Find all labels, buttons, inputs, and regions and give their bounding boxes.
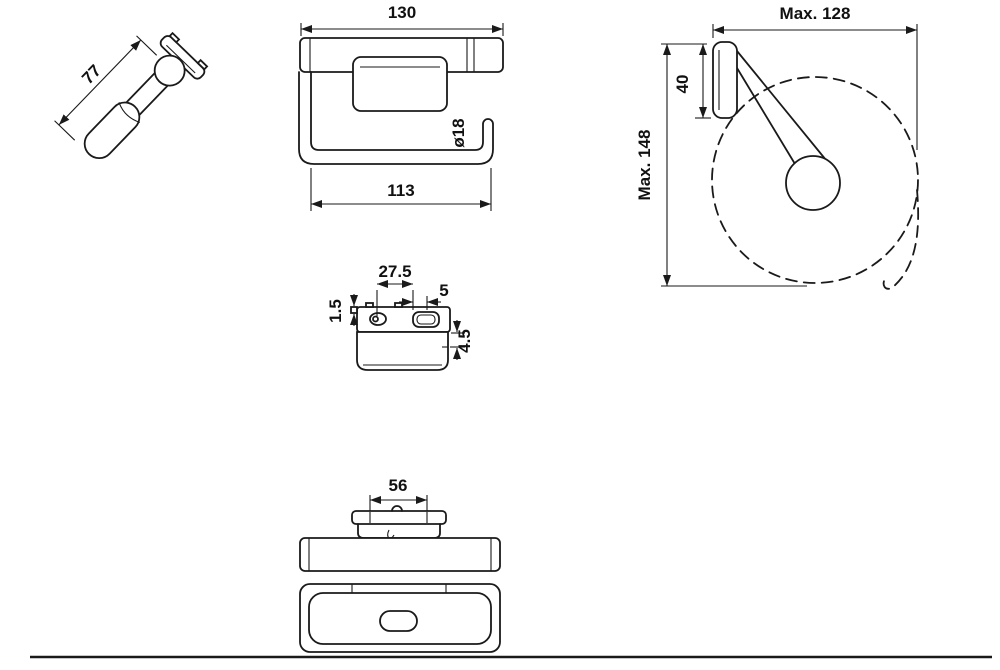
bottom-mount-plate xyxy=(351,510,447,525)
dim-77-line xyxy=(58,39,142,126)
plate-slot xyxy=(412,311,440,328)
bottom-center-slot xyxy=(379,610,418,632)
plate-top-strip xyxy=(356,306,451,333)
side-arm-top-edge xyxy=(736,50,827,161)
plate-screw-hole-center xyxy=(372,315,379,323)
dim-77-ext-right xyxy=(136,35,158,56)
bottom-flap-outer xyxy=(299,583,501,653)
dim-148-label: Max. 148 xyxy=(635,130,654,201)
dim-130: 130 xyxy=(300,3,504,36)
dim-128-label: Max. 128 xyxy=(780,4,851,23)
iso-roller xyxy=(83,101,141,160)
side-arm-bottom-edge xyxy=(736,67,796,165)
bottom-plate-center-bump xyxy=(391,505,403,512)
dim-4-5-label: 4.5 xyxy=(455,329,474,353)
iso-plate-inner-edge xyxy=(166,44,196,74)
view-front: 130 113 ø18 xyxy=(298,3,504,211)
dim-diameter-label: ø18 xyxy=(449,118,468,147)
bottom-wall-bar xyxy=(299,537,501,572)
dim-113-label: 113 xyxy=(387,181,414,200)
view-iso-arm: 77 xyxy=(54,31,209,160)
dim-5-label: 5 xyxy=(439,281,448,300)
plate-screw-hole xyxy=(369,312,387,326)
side-roller-cap xyxy=(785,155,841,211)
iso-screw-top xyxy=(168,31,181,44)
plate-tab-mid-2 xyxy=(394,302,403,308)
dim-1-5-label: 1.5 xyxy=(326,299,345,323)
view-plate-top: 27.5 5 1.5 4.5 xyxy=(326,262,474,371)
dim-77-ext-left xyxy=(54,120,76,141)
dim-1-5: 1.5 xyxy=(326,294,358,326)
plate-slot-inner xyxy=(416,314,436,325)
dim-130-label: 130 xyxy=(388,3,416,22)
dim-27-5-label: 27.5 xyxy=(378,262,411,281)
dim-27-5: 27.5 xyxy=(376,262,414,316)
dim-56-label: 56 xyxy=(389,476,408,495)
iso-screw-bottom xyxy=(196,58,209,71)
bottom-connector xyxy=(357,523,441,539)
dim-40-label: 40 xyxy=(673,75,692,94)
dim-113: 113 xyxy=(310,168,492,211)
bottom-flap-inner xyxy=(308,592,492,645)
front-u-arm xyxy=(298,71,494,165)
dim-4-5: 4.5 xyxy=(450,320,474,360)
bottom-clip-detail xyxy=(387,529,395,539)
plate-tab-left xyxy=(350,306,358,314)
dim-77-label: 77 xyxy=(78,61,105,88)
dim-40: 40 xyxy=(673,44,711,119)
iso-pivot-boss xyxy=(153,54,186,87)
dim-max-148: Max. 148 xyxy=(635,43,807,287)
dim-5: 5 xyxy=(399,281,449,310)
dim-max-128: Max. 128 xyxy=(712,4,918,150)
side-max-roll-circle xyxy=(711,76,919,284)
plate-flap-body xyxy=(356,331,449,371)
side-wall-plate xyxy=(712,41,738,119)
view-side-roll: Max. 128 Max. 148 40 xyxy=(635,4,920,290)
side-paper-tail xyxy=(882,189,920,290)
view-bottom: 56 xyxy=(299,476,501,653)
plate-tab-mid-1 xyxy=(365,302,374,308)
dim-56: 56 xyxy=(369,476,428,512)
front-cover-flap xyxy=(352,56,448,112)
